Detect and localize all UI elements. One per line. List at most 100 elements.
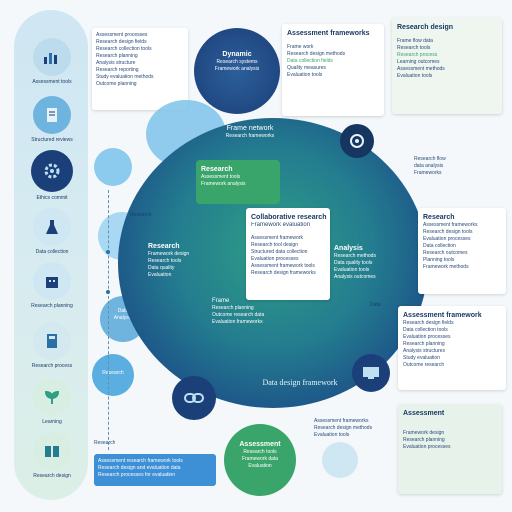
card-line: Research process — [397, 52, 438, 58]
card-line: Research design frameworks — [251, 270, 316, 276]
block-line: Data quality — [148, 265, 175, 271]
block-line: Evaluation — [148, 272, 172, 278]
card-line: Evaluation tools — [397, 73, 433, 79]
card-line: Assessment tools — [201, 174, 241, 180]
circle-title: Dynamic — [222, 51, 252, 58]
card-line: Outcome research — [403, 362, 445, 368]
bottom-note: Assessment frameworks Research design me… — [314, 418, 394, 439]
sidebar-item-label: Research design — [33, 473, 71, 479]
card-line: Evaluation processes — [403, 334, 451, 340]
label-line: Outcome research data — [212, 312, 265, 318]
note-line: Research flow — [414, 156, 446, 162]
sidebar-item-planning[interactable]: Research planning — [24, 262, 80, 309]
block-line: Data quality tools — [334, 260, 373, 266]
label-line: Research planning — [212, 305, 254, 311]
circle-line: Framework data — [241, 456, 279, 462]
card-line: Evaluation tools — [287, 72, 323, 78]
card-line: Data collection tools — [403, 327, 448, 333]
flask-icon — [33, 208, 71, 246]
card-title: Research — [423, 214, 455, 221]
sidebar-item-reviews[interactable]: Structured reviews — [24, 96, 80, 143]
circle-line: Evaluation — [248, 463, 272, 469]
connector-line — [108, 190, 109, 450]
target-icon[interactable] — [340, 124, 374, 158]
card-title: Research — [201, 166, 233, 173]
sidebar-item-label: Data collection — [35, 249, 69, 255]
chart-icon — [33, 38, 71, 76]
block-line: Research tools — [148, 258, 182, 264]
note-line: data analysis — [414, 163, 444, 169]
card-line: Research design fields — [403, 320, 454, 326]
card-title: Assessment frameworks — [287, 30, 370, 37]
top-right-card: Research design Frame flow data Research… — [392, 18, 502, 114]
sidebar-item-data-collection[interactable]: Data collection — [24, 208, 80, 255]
sidebar-item-assessment[interactable]: Assessment tools — [24, 38, 80, 85]
note-line: Evaluation tools — [314, 432, 350, 438]
circle-line: Framework analysis — [214, 66, 260, 72]
card-line: Framework methods — [423, 264, 469, 270]
note-line: Research design methods — [314, 425, 373, 431]
blue-info-bar: Assessment research framework tools Rese… — [94, 454, 216, 486]
card-line: Evaluation processes — [423, 236, 471, 242]
card-title: Assessment framework — [403, 312, 482, 319]
green-card: Research Assessment tools Framework anal… — [196, 160, 280, 204]
bar-line: Research design and evaluation data — [98, 465, 181, 471]
bottom-green-circle: Assessment Research tools Framework data… — [224, 424, 296, 496]
plant-icon — [33, 378, 71, 416]
card-line: Assessment methods — [397, 66, 445, 72]
block-line: Research methods — [334, 253, 376, 259]
note-line: Assessment processes — [96, 32, 148, 38]
card-line: Planning tools — [423, 257, 455, 263]
left-small-blob-2: Research — [92, 354, 134, 396]
blob-label: Analysis — [113, 315, 133, 321]
card-line: Framework analysis — [201, 181, 246, 187]
left-label: Research — [130, 212, 152, 218]
sidebar-item-label: Assessment tools — [32, 79, 72, 85]
right-card: Research Assessment frameworks Research … — [418, 208, 506, 294]
top-left-note: Assessment processes Research design fie… — [92, 28, 188, 110]
card-line: Evaluation processes — [403, 444, 451, 450]
sidebar-item-label: Ethics commit — [36, 195, 68, 201]
sidebar-item-label: Structured reviews — [31, 137, 73, 143]
card-line: Research design tools — [423, 229, 473, 235]
card-title: Collaborative research — [251, 214, 327, 221]
sidebar-item-label: Learning — [42, 419, 62, 425]
bottom-right-card: Assessment Framework design Research pla… — [398, 404, 502, 494]
sidebar-item-label: Research process — [31, 363, 73, 369]
sidebar-item-ethics[interactable]: Ethics commit — [24, 150, 80, 201]
note-line: Assessment frameworks — [314, 418, 369, 424]
top-center-card: Assessment frameworks Frame work Researc… — [282, 24, 384, 116]
note-line: Research planning — [96, 53, 138, 59]
bottom-left-label: Research — [94, 440, 116, 446]
blob-decor — [94, 148, 132, 186]
sidebar-background — [14, 10, 88, 500]
card-line: Assessment framework — [251, 235, 303, 241]
card-line: Research planning — [403, 341, 445, 347]
label-title: Frame network — [226, 125, 274, 132]
sidebar-item-design[interactable]: Research design — [24, 432, 80, 479]
bar-line: Assessment research framework tools — [98, 458, 183, 464]
label-line: Evaluation frameworks — [212, 319, 263, 325]
card-line: Assessment frameworks — [423, 222, 478, 228]
note-line: Outcome planning — [96, 81, 137, 87]
connector-dot — [106, 250, 110, 254]
center-label: Frame Research planning Outcome research… — [212, 298, 302, 326]
bar-line: Research processes for evaluation — [98, 472, 175, 478]
card-line: Assessment framework tools — [251, 263, 315, 269]
right-note: Research flow data analysis Frameworks — [414, 156, 494, 177]
block-line: Evaluation tools — [334, 267, 370, 273]
card-title: Research design — [397, 24, 454, 31]
bottom-blob-decor — [322, 442, 358, 478]
card-line: Data collection — [423, 243, 456, 249]
notebook-icon — [33, 322, 71, 360]
card-line: Analysis structures — [403, 348, 445, 354]
gear-icon — [31, 150, 73, 192]
screen-icon[interactable] — [352, 354, 390, 392]
card-line: Frame flow data — [397, 38, 433, 44]
sidebar-item-process[interactable]: Research process — [24, 322, 80, 369]
link-icon[interactable] — [172, 376, 216, 420]
card-line: Research planning — [403, 437, 445, 443]
card-line: Framework design — [403, 430, 445, 436]
card-line: Evaluation processes — [251, 256, 299, 262]
sidebar-item-learning[interactable]: Learning — [24, 378, 80, 425]
